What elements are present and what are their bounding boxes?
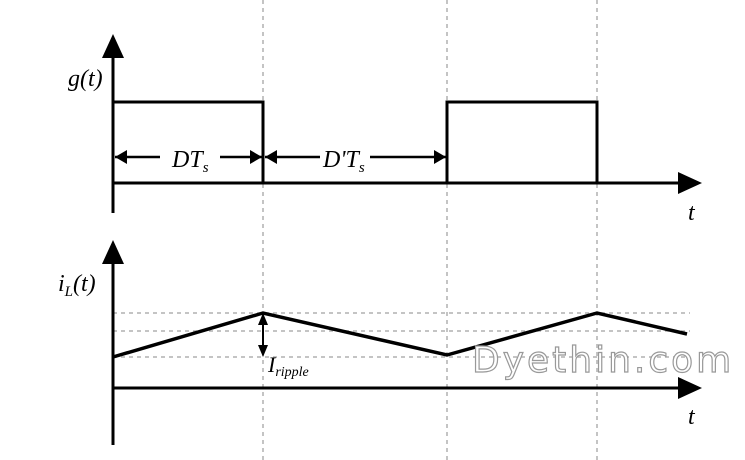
g-y-label: g(t) bbox=[68, 66, 103, 92]
ripple-arrow bbox=[258, 313, 268, 357]
pulse-high-1 bbox=[113, 100, 265, 183]
i-x-axis-arrow bbox=[678, 377, 702, 399]
watermark: Dyethin.com bbox=[472, 340, 734, 381]
vertical-guides bbox=[262, 0, 598, 460]
dt-label: DTs bbox=[171, 147, 209, 176]
pulse-high-2 bbox=[445, 100, 599, 183]
g-x-label: t bbox=[688, 200, 696, 226]
i-y-axis-arrow bbox=[102, 240, 124, 264]
i-y-label: iL(t) bbox=[58, 271, 96, 300]
dpt-label: D'Ts bbox=[322, 147, 365, 176]
g-y-axis-arrow bbox=[102, 34, 124, 58]
g-x-axis-arrow bbox=[678, 172, 702, 194]
i-x-label: t bbox=[688, 404, 696, 430]
ripple-label: Iripple bbox=[267, 352, 309, 380]
inductor-current-waveform bbox=[112, 311, 688, 359]
